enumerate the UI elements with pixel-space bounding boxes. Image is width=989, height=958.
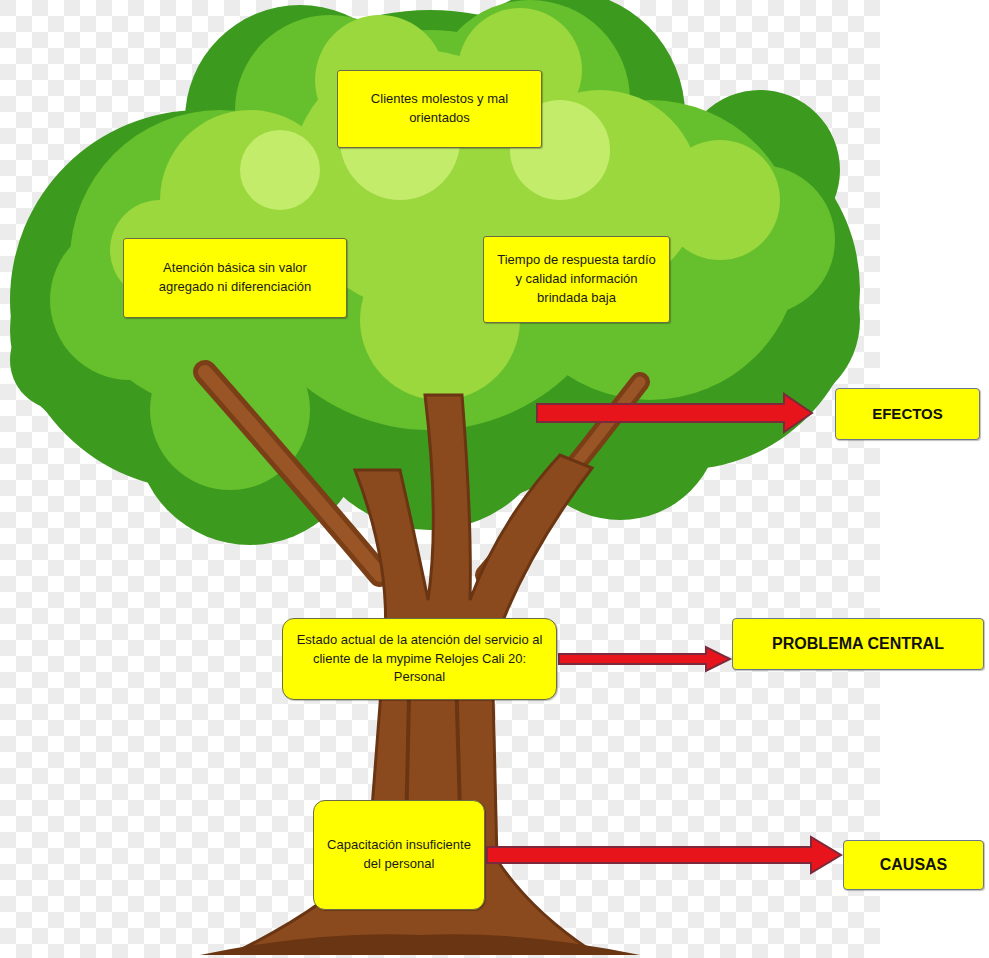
- effects-arrow: [537, 394, 812, 432]
- transparent-ground: [0, 0, 880, 958]
- section-tag: PROBLEMA CENTRAL: [732, 618, 984, 670]
- box-text: Clientes molestos y mal orientados: [348, 90, 531, 128]
- box-text: Atención básica sin valor agregado ni di…: [134, 259, 336, 297]
- box-text: EFECTOS: [872, 403, 943, 425]
- box-text: Estado actual de la atención del servici…: [293, 631, 546, 688]
- block-arrow: [559, 647, 730, 671]
- box-text: Capacitación insuficiente del personal: [324, 836, 474, 874]
- effect-box: Tiempo de respuesta tardío y calidad inf…: [483, 236, 670, 323]
- effect-box: Clientes molestos y mal orientados: [337, 70, 542, 148]
- block-arrow: [487, 837, 841, 873]
- box-text: Tiempo de respuesta tardío y calidad inf…: [494, 251, 659, 308]
- box-text: PROBLEMA CENTRAL: [772, 632, 944, 655]
- section-tag: CAUSAS: [843, 840, 984, 890]
- cause-box: Capacitación insuficiente del personal: [313, 800, 485, 910]
- section-tag: EFECTOS: [835, 388, 980, 440]
- central-problem-box: Estado actual de la atención del servici…: [282, 618, 557, 700]
- ground-roots: [200, 934, 640, 955]
- effect-box: Atención básica sin valor agregado ni di…: [123, 238, 347, 318]
- box-text: CAUSAS: [880, 853, 948, 876]
